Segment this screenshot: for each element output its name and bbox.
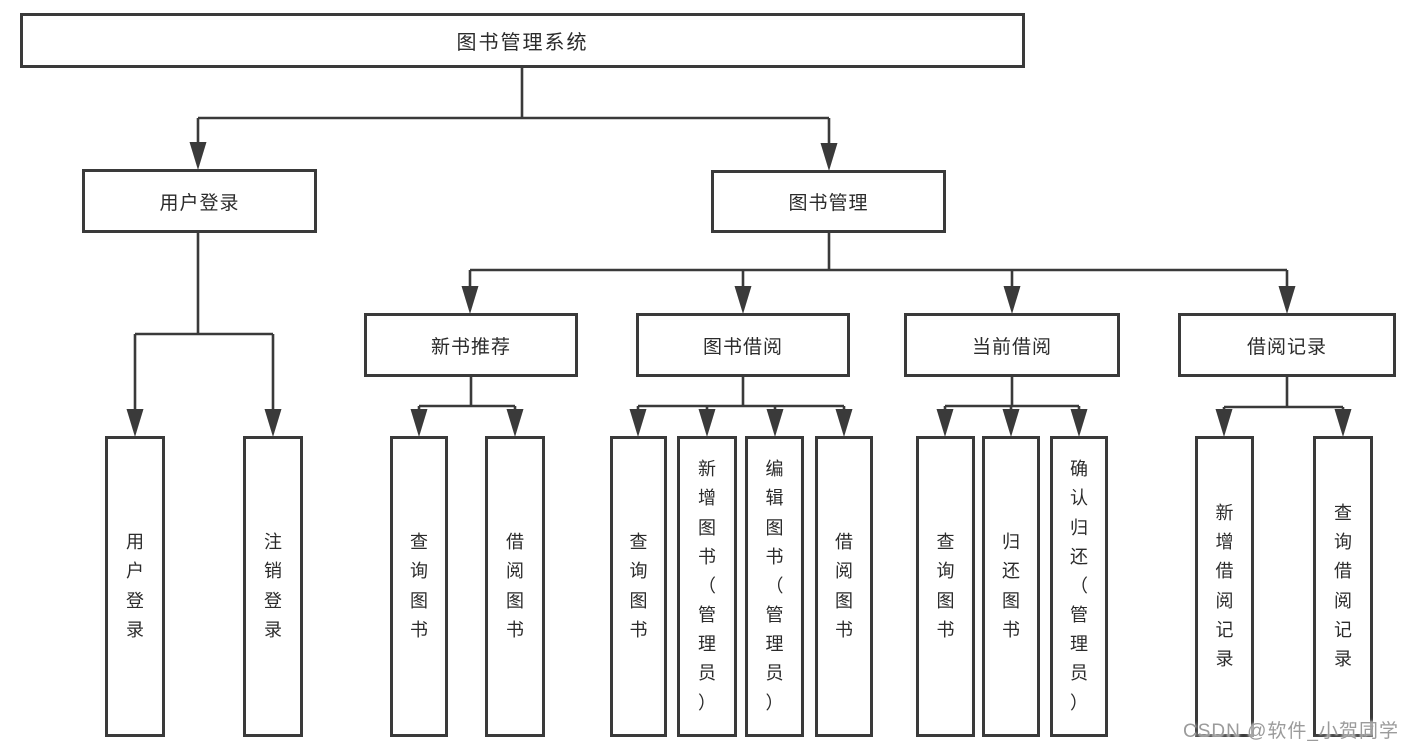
arrow-icon <box>126 409 144 437</box>
node-book-borrow-label: 图书借阅 <box>702 336 783 358</box>
leaf-cb-query-books-label: 查询图书 <box>936 532 955 640</box>
leaf-br-add-record: 新增借阅记录 <box>1195 436 1254 737</box>
arrow-icon <box>506 409 524 437</box>
arrow-icon <box>835 409 853 437</box>
arrow-icon <box>1215 409 1233 437</box>
arrow-icon <box>1002 409 1020 437</box>
leaf-bb-borrow-books: 借阅图书 <box>815 436 873 737</box>
leaf-nbr-query-books-label: 查询图书 <box>410 532 428 640</box>
leaf-cb-confirm-return-admin-label: 确认归还（管理员） <box>1070 459 1088 713</box>
leaf-user-login-label: 用户登录 <box>126 532 144 640</box>
arrow-icon <box>820 143 838 171</box>
csdn-watermark: CSDN @软件_小贺同学 <box>1183 721 1399 742</box>
leaf-cb-return-books: 归还图书 <box>982 436 1040 737</box>
node-new-book-recommend-label: 新书推荐 <box>430 336 511 358</box>
leaf-bb-edit-books-admin-label: 编辑图书（管理员） <box>765 459 784 713</box>
node-current-borrow: 当前借阅 <box>904 313 1120 377</box>
node-book-management-label: 图书管理 <box>788 193 869 214</box>
leaf-cb-confirm-return-admin: 确认归还（管理员） <box>1050 436 1108 737</box>
leaf-cb-query-books: 查询图书 <box>916 436 975 737</box>
arrow-icon <box>1334 409 1352 437</box>
leaf-user-login: 用户登录 <box>105 436 165 737</box>
arrow-icon <box>461 286 479 314</box>
arrow-icon <box>629 409 647 437</box>
arrow-icon <box>1003 286 1021 314</box>
leaf-bb-add-books-admin-label: 新增图书（管理员） <box>698 459 716 713</box>
node-new-book-recommend: 新书推荐 <box>364 313 578 377</box>
arrow-icon <box>936 409 954 437</box>
leaf-logout: 注销登录 <box>243 436 303 737</box>
node-book-management: 图书管理 <box>711 170 946 233</box>
leaf-br-add-record-label: 新增借阅记录 <box>1215 503 1234 669</box>
leaf-br-query-record-label: 查询借阅记录 <box>1334 503 1352 669</box>
leaf-bb-borrow-books-label: 借阅图书 <box>835 532 853 640</box>
arrow-icon <box>189 142 207 170</box>
arrow-icon <box>264 409 282 437</box>
node-borrow-records-label: 借阅记录 <box>1246 336 1327 358</box>
arrow-icon <box>1070 409 1088 437</box>
leaf-bb-query-books: 查询图书 <box>610 436 667 737</box>
node-library-system-label: 图书管理系统 <box>456 32 589 54</box>
arrow-icon <box>410 409 428 437</box>
arrow-icon <box>698 409 716 437</box>
arrow-icon <box>766 409 784 437</box>
leaf-bb-edit-books-admin: 编辑图书（管理员） <box>745 436 804 737</box>
leaf-bb-add-books-admin: 新增图书（管理员） <box>677 436 737 737</box>
node-user-login: 用户登录 <box>82 169 317 233</box>
leaf-nbr-borrow-books: 借阅图书 <box>485 436 545 737</box>
leaf-cb-return-books-label: 归还图书 <box>1002 532 1020 640</box>
leaf-br-query-record: 查询借阅记录 <box>1313 436 1373 737</box>
node-library-system: 图书管理系统 <box>20 13 1025 68</box>
leaf-nbr-query-books: 查询图书 <box>390 436 448 737</box>
leaf-logout-label: 注销登录 <box>264 532 282 640</box>
node-current-borrow-label: 当前借阅 <box>971 336 1052 358</box>
node-book-borrow: 图书借阅 <box>636 313 850 377</box>
arrow-icon <box>1278 286 1296 314</box>
node-user-login-label: 用户登录 <box>159 192 240 214</box>
leaf-bb-query-books-label: 查询图书 <box>629 532 648 640</box>
leaf-nbr-borrow-books-label: 借阅图书 <box>506 532 524 640</box>
arrow-icon <box>734 286 752 314</box>
node-borrow-records: 借阅记录 <box>1178 313 1396 377</box>
